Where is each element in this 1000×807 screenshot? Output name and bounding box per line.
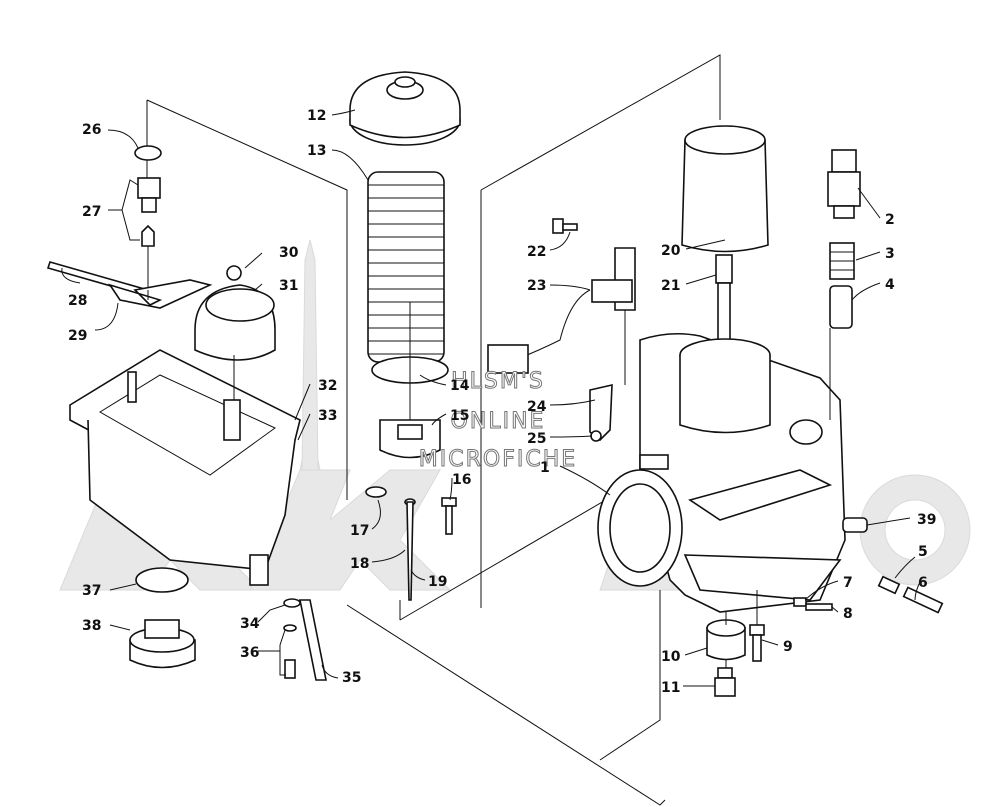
- part-38-drain-plug: [129, 619, 196, 669]
- label-36: 36: [240, 645, 259, 661]
- label-24: 24: [527, 399, 547, 415]
- label-21: 21: [661, 278, 680, 294]
- label-10: 10: [661, 649, 681, 665]
- label-31: 31: [279, 278, 298, 294]
- label-7: 7: [843, 575, 853, 591]
- label-2: 2: [885, 212, 895, 228]
- label-37: 37: [82, 583, 101, 599]
- part-30-cap: [226, 265, 242, 281]
- label-11: 11: [661, 680, 680, 696]
- label-38: 38: [82, 618, 101, 634]
- part-31-float: [194, 284, 276, 361]
- part-1-carburetor-body: [597, 332, 846, 613]
- exploded-view-frame: [146, 54, 721, 806]
- label-22: 22: [527, 244, 546, 260]
- part-28-29-float-arm: [46, 261, 213, 309]
- label-4: 4: [885, 277, 895, 293]
- label-20: 20: [661, 243, 681, 259]
- part-6-screw: [902, 586, 944, 614]
- part-5-spring: [877, 575, 901, 595]
- part-8-screw: [805, 603, 833, 611]
- label-16: 16: [452, 472, 471, 488]
- part-9-jet: [749, 624, 765, 662]
- label-15: 15: [450, 408, 469, 424]
- part-23-cable-sensor: [487, 247, 636, 374]
- label-25: 25: [527, 431, 546, 447]
- label-29: 29: [68, 328, 87, 344]
- label-8: 8: [843, 606, 853, 622]
- part-17-clip: [365, 486, 387, 498]
- part-32-33-float-bowl: [69, 349, 301, 586]
- label-9: 9: [783, 639, 793, 655]
- label-19: 19: [428, 574, 447, 590]
- part-12-cap: [349, 71, 461, 146]
- part-15-holder: [379, 419, 441, 459]
- label-27: 27: [82, 204, 101, 220]
- part-labels: 1 2 3 4 5 6 7 8 9 10 11 12 13 14 15 16 1…: [68, 108, 936, 696]
- part-39-plug: [842, 517, 868, 533]
- label-35: 35: [342, 670, 361, 686]
- part-4-plunger: [829, 285, 853, 329]
- part-27-valve: [137, 177, 161, 290]
- part-24-bracket: [589, 383, 613, 442]
- part-2-nut: [827, 149, 861, 219]
- label-14: 14: [450, 378, 470, 394]
- part-21-needle-jet: [715, 254, 733, 354]
- part-13-spring: [367, 171, 445, 363]
- part-20-throttle-slide: [681, 125, 769, 253]
- label-33: 33: [318, 408, 337, 424]
- part-26-oring: [134, 145, 162, 161]
- part-16-screw: [441, 497, 457, 535]
- watermark-line-2: ONLINE: [451, 409, 546, 434]
- label-30: 30: [279, 245, 299, 261]
- label-6: 6: [918, 575, 928, 591]
- part-22-screw: [552, 218, 578, 234]
- label-12: 12: [307, 108, 326, 124]
- label-18: 18: [350, 556, 369, 572]
- label-34: 34: [240, 616, 260, 632]
- leader-lines: [61, 109, 921, 687]
- watermark-text: HLSM'S ONLINE MICROFICHE: [418, 369, 577, 473]
- label-5: 5: [918, 544, 928, 560]
- label-3: 3: [885, 246, 895, 262]
- label-17: 17: [350, 523, 369, 539]
- part-34-35-36-drain-hose: [283, 598, 327, 681]
- label-32: 32: [318, 378, 337, 394]
- part-25-screw: [590, 430, 602, 442]
- part-7-washer: [793, 597, 807, 607]
- part-10-holder: [706, 619, 746, 661]
- label-23: 23: [527, 278, 546, 294]
- part-3-spring: [829, 242, 855, 280]
- part-37-oring: [135, 567, 189, 593]
- label-13: 13: [307, 143, 326, 159]
- part-11-main-jet: [714, 667, 736, 697]
- label-28: 28: [68, 293, 87, 309]
- label-26: 26: [82, 122, 101, 138]
- watermark-line-1: HLSM'S: [451, 369, 545, 394]
- label-39: 39: [917, 512, 936, 528]
- label-1: 1: [540, 460, 550, 476]
- part-18-19-needle: [404, 498, 416, 601]
- watermark-line-3: MICROFICHE: [419, 447, 577, 472]
